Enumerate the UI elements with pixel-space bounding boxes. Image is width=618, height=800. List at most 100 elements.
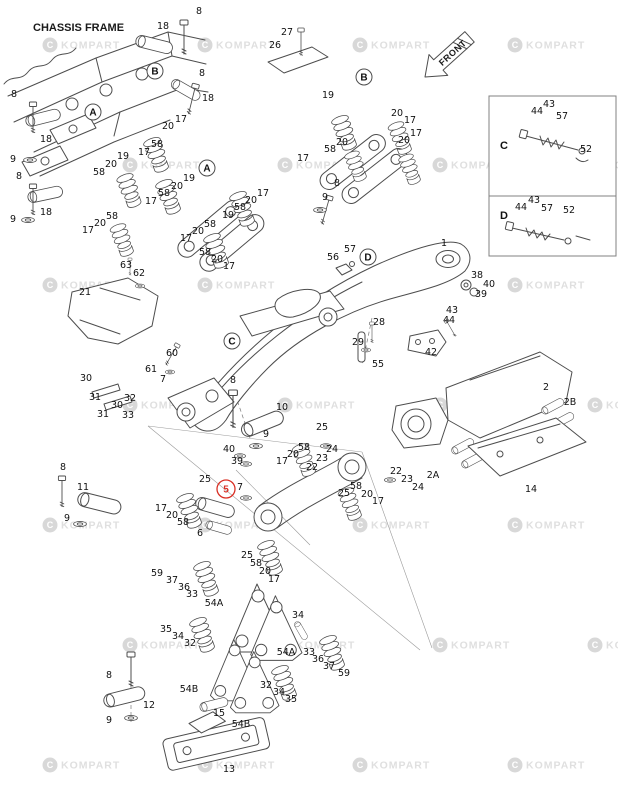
legend-section-label-D: D [500, 210, 508, 222]
bracket-42 [407, 329, 447, 357]
part-callout-42: 42 [425, 347, 437, 358]
part-callout-52: 52 [563, 205, 575, 216]
svg-text:C: C [228, 337, 235, 348]
svg-text:C: C [592, 640, 599, 650]
part-callout-25: 25 [338, 488, 350, 499]
part-callout-55: 55 [372, 359, 384, 370]
part-callout-54B: 54B [232, 719, 251, 730]
svg-text:KOMPART: KOMPART [526, 40, 585, 52]
svg-text:B: B [360, 73, 367, 84]
legend-box [488, 95, 617, 257]
part-callout-36: 36 [312, 654, 324, 665]
part-callout-23: 23 [316, 453, 328, 464]
part-callout-58: 58 [350, 481, 362, 492]
main-frame [167, 241, 479, 432]
part-callout-20: 20 [105, 159, 117, 170]
part-callout-37: 37 [166, 575, 178, 586]
part-callout-37: 37 [323, 661, 335, 672]
svg-text:C: C [512, 280, 519, 290]
section-letter-A: A [198, 159, 216, 177]
part-callout-24: 24 [326, 444, 338, 455]
svg-text:KOMPART: KOMPART [61, 760, 120, 772]
part-callout-36: 36 [178, 582, 190, 593]
bolt-8 [126, 651, 136, 687]
part-callout-20: 20 [171, 181, 183, 192]
svg-text:C: C [127, 160, 134, 170]
part-callout-34: 34 [292, 610, 304, 621]
part-callout-17: 17 [175, 114, 187, 125]
svg-text:KOMPART: KOMPART [526, 520, 585, 532]
part-callout-19: 19 [117, 151, 129, 162]
pin-5 [193, 495, 237, 520]
washer-7 [240, 495, 252, 501]
bottom-assembly [101, 538, 348, 771]
part-callout-58: 58 [250, 558, 262, 569]
section-letter-A: A [84, 103, 102, 121]
svg-text:A: A [89, 108, 96, 119]
part-callout-20: 20 [162, 121, 174, 132]
part-callout-22: 22 [390, 466, 402, 477]
part-callout-17: 17 [82, 225, 94, 236]
part-callout-9: 9 [106, 715, 112, 726]
svg-text:C: C [127, 640, 134, 650]
part-callout-8: 8 [16, 171, 22, 182]
part-callout-8: 8 [334, 178, 340, 189]
part-callout-58: 58 [298, 442, 310, 453]
svg-text:C: C [512, 40, 519, 50]
svg-text:KOMPART: KOMPART [216, 40, 275, 52]
part-callout-8: 8 [196, 6, 202, 17]
part-callout-20: 20 [391, 108, 403, 119]
part-callout-43: 43 [528, 195, 540, 206]
part-callout-8: 8 [11, 89, 17, 100]
legend-section-d-drawing [504, 221, 591, 245]
part-callout-2B: 2B [564, 397, 577, 408]
part-callout-17: 17 [257, 188, 269, 199]
legend-section-c-drawing [518, 129, 589, 163]
part-callout-2A: 2A [427, 470, 440, 481]
svg-text:C: C [202, 280, 209, 290]
part-callout-32: 32 [124, 393, 136, 404]
part-callout-44: 44 [531, 106, 543, 117]
part-callout-18: 18 [40, 207, 52, 218]
part-callout-43: 43 [543, 99, 555, 110]
part-callout-13: 13 [223, 764, 235, 775]
base-plate-13 [162, 711, 271, 771]
part-callout-35: 35 [285, 694, 297, 705]
part-callout-2: 2 [543, 382, 549, 393]
part-callout-58: 58 [106, 211, 118, 222]
part-callout-21: 21 [79, 287, 91, 298]
part-callout-11: 11 [77, 482, 89, 493]
section-letter-B: B [355, 68, 373, 86]
part-callout-34: 34 [172, 631, 184, 642]
svg-text:B: B [151, 67, 158, 78]
part-callout-59: 59 [151, 568, 163, 579]
part-callout-32: 32 [184, 638, 196, 649]
svg-text:KOMPART: KOMPART [606, 640, 618, 652]
part-callout-20: 20 [287, 449, 299, 460]
svg-text:KOMPART: KOMPART [526, 760, 585, 772]
part-callout-8: 8 [199, 68, 205, 79]
part-callout-19: 19 [183, 173, 195, 184]
svg-text:KOMPART: KOMPART [371, 40, 430, 52]
part-callout-27: 27 [281, 27, 293, 38]
part-callout-59: 59 [338, 668, 350, 679]
svg-text:C: C [127, 400, 134, 410]
svg-text:KOMPART: KOMPART [141, 640, 200, 652]
part-callout-58: 58 [199, 247, 211, 258]
part-callout-20: 20 [211, 254, 223, 265]
svg-text:C: C [592, 400, 599, 410]
washer-62 [134, 283, 146, 289]
part-callout-38: 38 [471, 270, 483, 281]
part-callout-58: 58 [93, 167, 105, 178]
svg-text:C: C [437, 160, 444, 170]
svg-text:KOMPART: KOMPART [371, 520, 430, 532]
part-callout-8: 8 [106, 670, 112, 681]
watermark: C KOMPART [122, 637, 200, 653]
spring-stack [108, 221, 137, 259]
part-callout-9: 9 [10, 154, 16, 165]
front-arrow: FRONT [424, 31, 475, 78]
